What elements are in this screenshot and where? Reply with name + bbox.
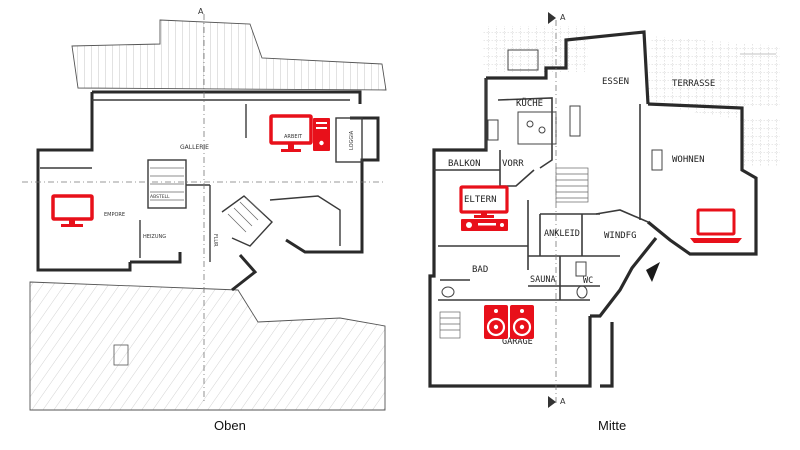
inner-walls-mitte: [434, 78, 649, 301]
label-heizung: HEIZUNG: [143, 234, 166, 240]
speaker-icon: [510, 305, 534, 339]
roof-bottom: [29, 281, 386, 411]
label-arbeit: ARBEIT: [284, 134, 303, 140]
speaker-icon: [484, 305, 508, 339]
plan-oben: A GALLERIE ARBEIT LOGGIA EMPORE HEIZUNG …: [22, 7, 387, 411]
label-ankleid: ANKLEID: [544, 229, 580, 239]
fixtures-mitte: [441, 49, 663, 299]
label-wohnen: WOHNEN: [672, 155, 705, 165]
entrance-arrow: [646, 262, 660, 282]
label-kuche: KÜCHE: [516, 98, 543, 109]
terrace-grid-right: [648, 36, 780, 120]
monitor-icon: [459, 185, 509, 218]
label-terrasse: TERRASSE: [672, 79, 715, 89]
section-marker-bottom: A: [560, 397, 566, 406]
laptop-icon: [690, 208, 742, 243]
label-essen: ESSEN: [602, 77, 629, 87]
plan-mitte: A A ESSEN TERRASSE KÜCHE BALKON VORR WOH…: [428, 12, 780, 408]
pc-tower-icon: [313, 118, 330, 151]
axis-oben: [22, 14, 384, 404]
label-loggia: LOGGIA: [349, 130, 355, 150]
label-bad: BAD: [472, 265, 488, 275]
inner-walls-oben: [40, 99, 363, 262]
label-wc: WC: [583, 276, 593, 286]
caption-mitte: Mitte: [598, 418, 627, 433]
caption-oben: Oben: [214, 418, 246, 433]
label-vorr: VORR: [502, 159, 524, 169]
section-marker-top: A: [560, 13, 566, 22]
label-balkon: BALKON: [448, 159, 481, 169]
label-abstell: ABSTELL: [150, 194, 170, 200]
monitor-icon: [269, 114, 313, 152]
monitor-icon: [51, 194, 94, 227]
label-sauna: SAUNA: [530, 275, 556, 285]
roof-top: [71, 19, 387, 91]
label-garage: GARAGE: [502, 337, 533, 347]
label-gallerie: GALLERIE: [180, 144, 209, 151]
roof-window: [113, 344, 129, 366]
label-empore: EMPORE: [104, 212, 125, 218]
label-eltern: ELTERN: [464, 195, 497, 205]
svg-text:A: A: [198, 7, 204, 16]
label-windfg: WINDFG: [604, 231, 637, 241]
walls-mitte: [428, 30, 758, 388]
terrace-grid-left: [482, 26, 588, 72]
stairs-oben: [150, 167, 265, 233]
label-flur: FLUR: [212, 234, 218, 247]
av-receiver-icon: [461, 219, 508, 231]
